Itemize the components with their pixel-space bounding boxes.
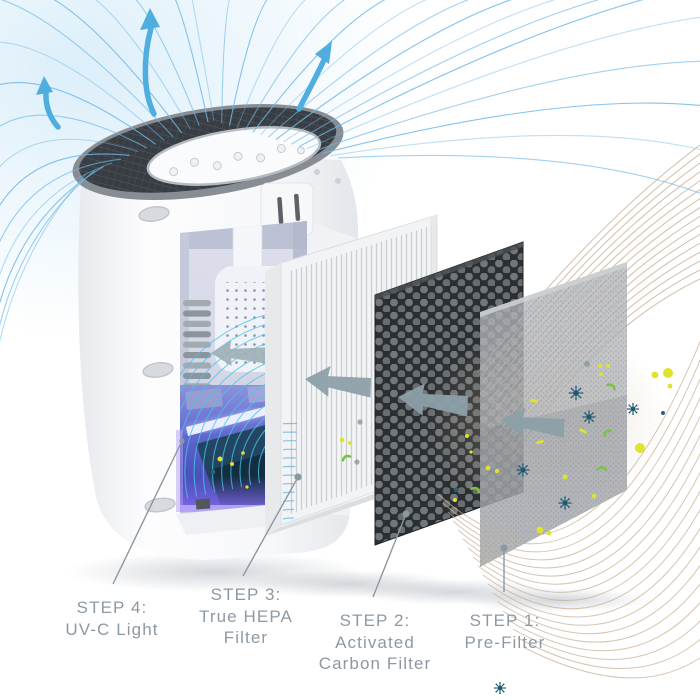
particle-dot-icon bbox=[598, 364, 602, 368]
step2-name2: Carbon Filter bbox=[318, 654, 432, 673]
particle-dot-icon bbox=[606, 364, 610, 368]
particle-dot-icon bbox=[667, 383, 673, 389]
particle-dot-icon bbox=[651, 371, 659, 379]
clean-air-arrow-icon bbox=[36, 76, 61, 130]
particle-dot-icon bbox=[495, 469, 499, 473]
particle-dot-icon bbox=[241, 451, 245, 455]
particle-dot-icon bbox=[245, 485, 249, 489]
particle-dot-icon bbox=[599, 372, 603, 376]
step3-name2: Filter bbox=[223, 628, 269, 647]
internal-airflow-arrow bbox=[211, 340, 267, 366]
callout-step3 bbox=[242, 473, 302, 577]
left-arrow-icon bbox=[398, 383, 468, 417]
virus-starburst-icon bbox=[494, 682, 507, 694]
particle-dot-icon bbox=[591, 493, 597, 499]
screw-hole bbox=[335, 178, 341, 184]
particle-dot-icon bbox=[663, 368, 673, 378]
purifier-top-grille bbox=[72, 103, 344, 201]
handle-slots bbox=[138, 206, 176, 513]
step3-name: True HEPA bbox=[199, 606, 293, 626]
dust-dash-icon bbox=[530, 399, 538, 403]
vent-slats bbox=[183, 300, 211, 390]
step3-title: STEP 3: bbox=[210, 585, 282, 604]
step1-title: STEP 1: bbox=[469, 611, 541, 630]
label-step2-carbon-filter: STEP 2: Activated Carbon Filter bbox=[290, 610, 460, 675]
particle-dot-icon bbox=[465, 434, 469, 438]
particle-dot-icon bbox=[230, 462, 234, 466]
virus-starburst-icon bbox=[568, 385, 584, 401]
particle-dot-icon bbox=[562, 474, 568, 480]
clean-air-arrow-icon bbox=[140, 8, 160, 117]
particle-dot-icon bbox=[536, 526, 544, 534]
particle-dot-icon bbox=[339, 437, 345, 443]
virus-starburst-icon bbox=[558, 496, 572, 510]
particle-dot-icon bbox=[348, 441, 352, 445]
callout-step2 bbox=[372, 510, 410, 598]
ground-shadows bbox=[65, 552, 650, 612]
virus-starburst-icon bbox=[627, 403, 639, 416]
pre-filter-panel bbox=[480, 262, 627, 567]
dust-dash-icon bbox=[579, 428, 587, 434]
bacteria-rod-icon bbox=[606, 383, 616, 391]
bacteria-rod-icon bbox=[596, 465, 608, 471]
uv-lamp-tube bbox=[186, 406, 270, 436]
callout-step1 bbox=[500, 544, 508, 592]
step1-name: Pre-Filter bbox=[464, 632, 546, 652]
bacteria-rod-icon bbox=[603, 429, 613, 438]
callout-step4 bbox=[112, 438, 185, 585]
clean-air-lines-left bbox=[0, 0, 209, 343]
particle-dot-icon bbox=[635, 443, 645, 453]
clean-air-arrows bbox=[36, 8, 332, 130]
sill-slot bbox=[195, 498, 211, 510]
left-arrow-icon bbox=[501, 407, 565, 438]
left-arrow-icon bbox=[211, 340, 267, 366]
virus-starburst-icon bbox=[516, 463, 530, 477]
label-step1-pre-filter: STEP 1: Pre-Filter bbox=[425, 610, 585, 653]
particle-dot-icon bbox=[217, 456, 223, 462]
dirty-air-lines-bottom bbox=[437, 340, 700, 679]
step4-title: STEP 4: bbox=[76, 598, 148, 617]
clean-air-arrow-icon bbox=[296, 41, 332, 112]
virus-starburst-icon bbox=[582, 410, 596, 424]
step2-name: Activated bbox=[335, 632, 415, 652]
uv-spill bbox=[176, 430, 183, 512]
screw-hole bbox=[314, 169, 320, 175]
particle-dot-icon bbox=[453, 498, 457, 502]
particles bbox=[210, 361, 673, 694]
left-arrow-icon bbox=[305, 366, 372, 398]
step4-name: UV-C Light bbox=[65, 619, 159, 639]
bacteria-rod-icon bbox=[341, 454, 352, 462]
airflow-arrows bbox=[305, 366, 565, 438]
dust-dash-icon bbox=[536, 439, 544, 445]
step2-title: STEP 2: bbox=[339, 611, 411, 630]
label-step4-uvc-light: STEP 4: UV-C Light bbox=[32, 597, 192, 640]
bacteria-rod-icon bbox=[470, 486, 481, 494]
particle-dot-icon bbox=[546, 530, 552, 536]
control-buttons bbox=[169, 143, 305, 177]
particle-dot-icon bbox=[469, 450, 473, 454]
particle-dot-icon bbox=[485, 465, 491, 471]
clean-air-lines-right bbox=[191, 0, 700, 194]
callouts bbox=[112, 438, 508, 598]
label-step3-hepa-filter: STEP 3: True HEPA Filter bbox=[166, 584, 326, 649]
